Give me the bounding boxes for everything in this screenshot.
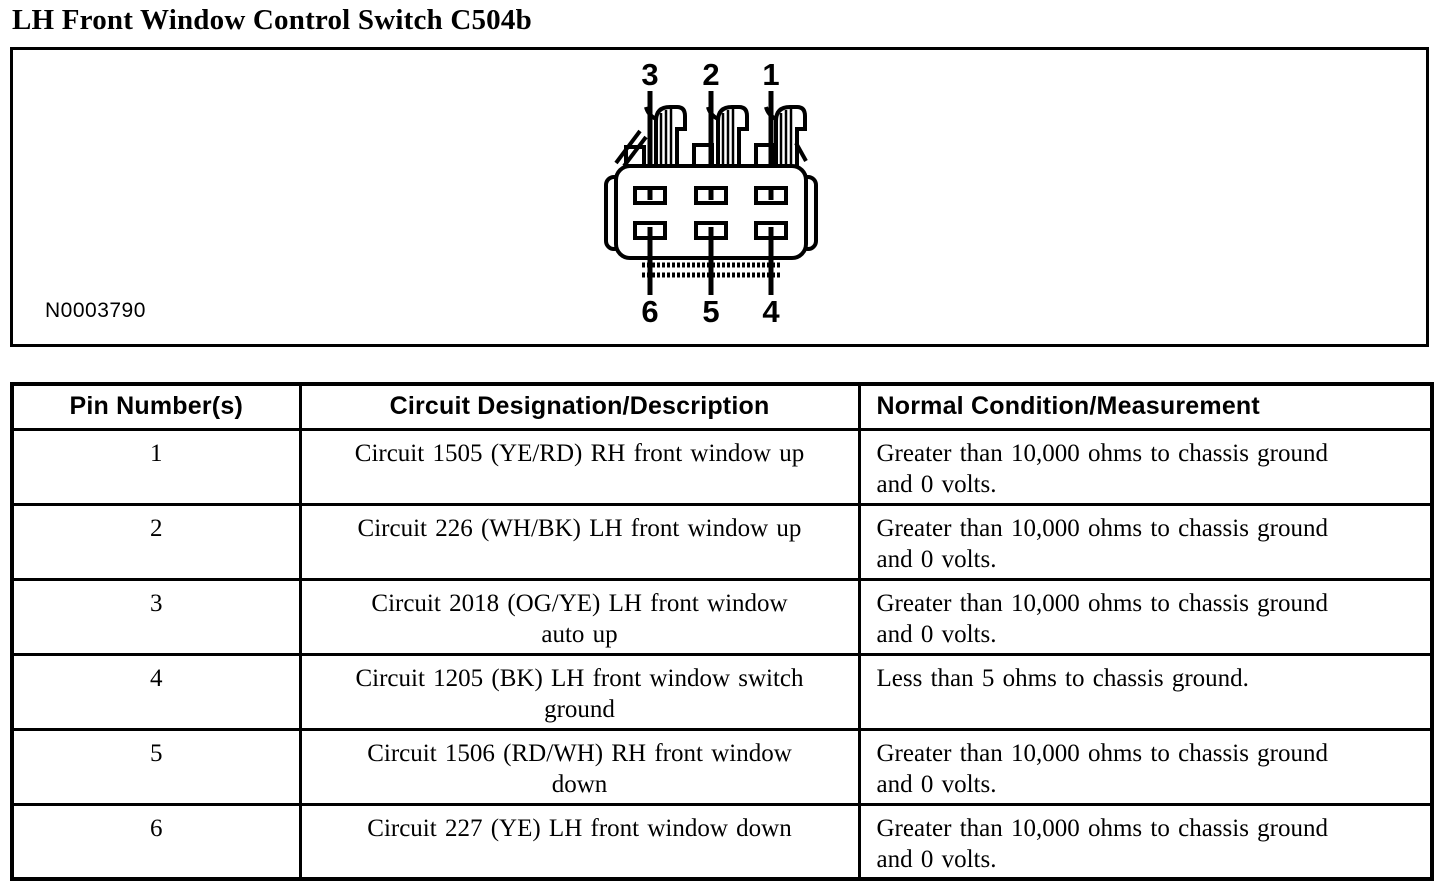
pin-cell: 5 bbox=[10, 727, 302, 806]
connector-figure: 3 2 1 6 5 4 bbox=[604, 57, 818, 327]
pin-cell: 2 bbox=[10, 502, 302, 581]
table-row: 1 Circuit 1505 (YE/RD) RH front window u… bbox=[10, 427, 1434, 506]
circuit-cell: Circuit 1205 (BK) LH front window switch… bbox=[298, 652, 861, 731]
circuit-cell: Circuit 1505 (YE/RD) RH front window up bbox=[298, 427, 861, 506]
pin-label-2: 2 bbox=[702, 57, 719, 92]
pin-spec-table: Pin Number(s) Circuit Designation/Descri… bbox=[10, 382, 1434, 881]
latch-finger bbox=[644, 105, 687, 166]
pin-label-3: 3 bbox=[641, 57, 658, 92]
table-row: 4 Circuit 1205 (BK) LH front window swit… bbox=[10, 652, 1434, 731]
table-header-row: Pin Number(s) Circuit Designation/Descri… bbox=[10, 382, 1434, 431]
latch-finger bbox=[706, 105, 749, 166]
condition-cell: Greater than 10,000 ohms to chassis grou… bbox=[857, 802, 1434, 881]
table-row: 5 Circuit 1506 (RD/WH) RH front window d… bbox=[10, 727, 1434, 806]
table-row: 3 Circuit 2018 (OG/YE) LH front window a… bbox=[10, 577, 1434, 656]
pin-slots bbox=[633, 186, 788, 240]
column-header-normal-condition: Normal Condition/Measurement bbox=[857, 382, 1434, 431]
pin-cell: 6 bbox=[10, 802, 302, 881]
figure-id-label: N0003790 bbox=[45, 299, 146, 322]
pin-leader-lines-bottom bbox=[647, 227, 774, 295]
connector-seam-lines bbox=[642, 262, 780, 278]
circuit-cell: Circuit 2018 (OG/YE) LH front window aut… bbox=[298, 577, 861, 656]
circuit-cell: Circuit 226 (WH/BK) LH front window up bbox=[298, 502, 861, 581]
pin-label-4: 4 bbox=[762, 294, 780, 327]
condition-cell: Greater than 10,000 ohms to chassis grou… bbox=[857, 502, 1434, 581]
pin-label-5: 5 bbox=[702, 294, 719, 327]
pin-cell: 1 bbox=[10, 427, 302, 506]
condition-cell: Greater than 10,000 ohms to chassis grou… bbox=[857, 427, 1434, 506]
pin-cell: 4 bbox=[10, 652, 302, 731]
latch-finger bbox=[764, 105, 807, 166]
connector-diagram-panel: 3 2 1 6 5 4 N0003790 bbox=[10, 47, 1429, 347]
column-header-circuit-designation: Circuit Designation/Description bbox=[298, 382, 861, 431]
condition-cell: Less than 5 ohms to chassis ground. bbox=[857, 652, 1434, 731]
circuit-cell: Circuit 1506 (RD/WH) RH front window dow… bbox=[298, 727, 861, 806]
pin-label-1: 1 bbox=[762, 57, 779, 92]
page-title: LH Front Window Control Switch C504b bbox=[12, 4, 532, 36]
condition-cell: Greater than 10,000 ohms to chassis grou… bbox=[857, 577, 1434, 656]
column-header-pin-number: Pin Number(s) bbox=[10, 382, 302, 431]
pin-leader-tips bbox=[647, 188, 774, 200]
table-row: 6 Circuit 227 (YE) LH front window down … bbox=[10, 802, 1434, 881]
table-row: 2 Circuit 226 (WH/BK) LH front window up… bbox=[10, 502, 1434, 581]
pin-label-6: 6 bbox=[641, 294, 658, 327]
condition-cell: Greater than 10,000 ohms to chassis grou… bbox=[857, 727, 1434, 806]
pin-cell: 3 bbox=[10, 577, 302, 656]
circuit-cell: Circuit 227 (YE) LH front window down bbox=[298, 802, 861, 881]
